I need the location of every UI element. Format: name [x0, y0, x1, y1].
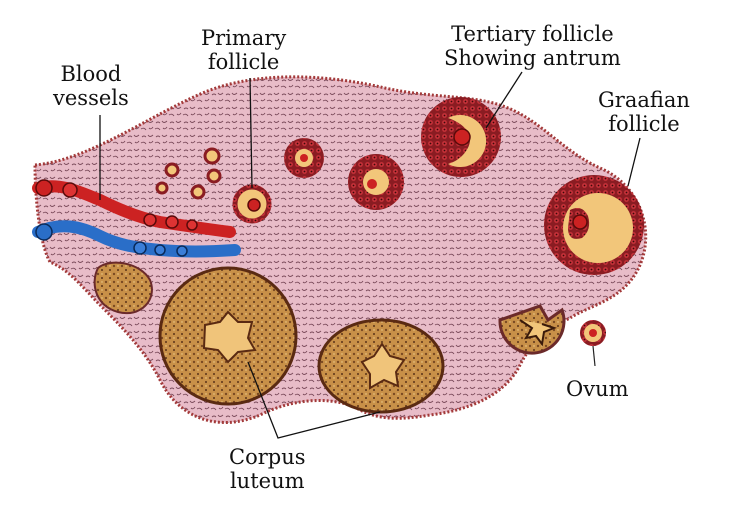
primary-follicle	[232, 184, 272, 224]
secondary-follicles	[284, 138, 404, 210]
label-blood-vessels-line1: Blood	[60, 62, 122, 86]
label-primary-follicle-line1: Primary	[201, 26, 287, 50]
corpus-luteum-bodies	[93, 261, 445, 414]
label-blood-vessels: Blood vessels	[53, 62, 129, 110]
label-corpus-luteum-line2: luteum	[229, 469, 305, 493]
ruptured-follicle	[498, 304, 566, 355]
label-ovum-line1: Ovum	[566, 377, 629, 401]
label-graafian-follicle-line2: follicle	[608, 112, 680, 136]
blood-vessels	[32, 179, 241, 258]
vein	[32, 220, 241, 258]
label-tertiary-follicle-line1: Tertiary follicle	[451, 22, 614, 46]
label-graafian-follicle-line1: Graafian	[598, 88, 690, 112]
tertiary-follicle	[421, 97, 501, 177]
ovum	[580, 320, 606, 367]
label-primary-follicle: Primary follicle	[201, 26, 286, 74]
graafian-follicle	[544, 175, 644, 275]
label-blood-vessels-line2: vessels	[53, 86, 129, 110]
label-ovum: Ovum	[566, 377, 629, 401]
label-corpus-luteum: Corpus luteum	[229, 445, 306, 493]
leader-lines	[99, 71, 641, 439]
label-tertiary-follicle: Tertiary follicle Showing antrum	[444, 22, 621, 70]
label-tertiary-follicle-line2: Showing antrum	[444, 46, 621, 70]
label-corpus-luteum-line1: Corpus	[229, 445, 306, 469]
primordial-follicles	[155, 147, 222, 200]
label-graafian-follicle: Graafian follicle	[598, 88, 690, 136]
label-primary-follicle-line2: follicle	[207, 50, 280, 74]
